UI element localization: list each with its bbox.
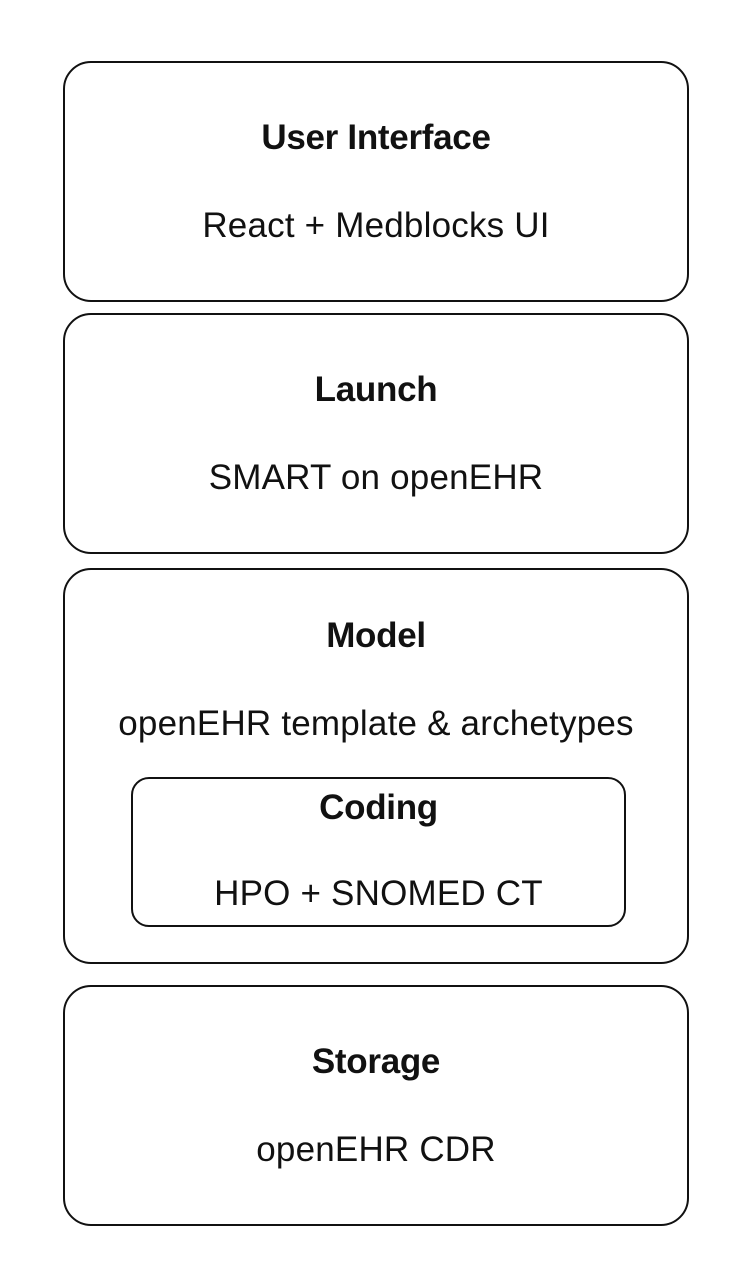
layer-subtitle-storage: openEHR CDR [256, 1130, 496, 1169]
layer-title-model: Model [326, 616, 426, 655]
layer-subtitle-model: openEHR template & archetypes [118, 704, 634, 743]
layer-subtitle-user-interface: React + Medblocks UI [202, 206, 550, 245]
layer-title-user-interface: User Interface [261, 118, 491, 157]
layer-launch: Launch SMART on openEHR [63, 313, 689, 554]
sublayer-subtitle-coding: HPO + SNOMED CT [214, 874, 543, 913]
sublayer-coding: Coding HPO + SNOMED CT [131, 777, 626, 927]
layer-storage: Storage openEHR CDR [63, 985, 689, 1226]
layer-title-storage: Storage [311, 1042, 441, 1081]
layer-user-interface: User Interface React + Medblocks UI [63, 61, 689, 302]
layer-subtitle-launch: SMART on openEHR [208, 458, 544, 497]
sublayer-title-coding: Coding [319, 788, 438, 827]
layer-model: Model openEHR template & archetypes Codi… [63, 568, 689, 964]
layer-title-launch: Launch [314, 370, 438, 409]
